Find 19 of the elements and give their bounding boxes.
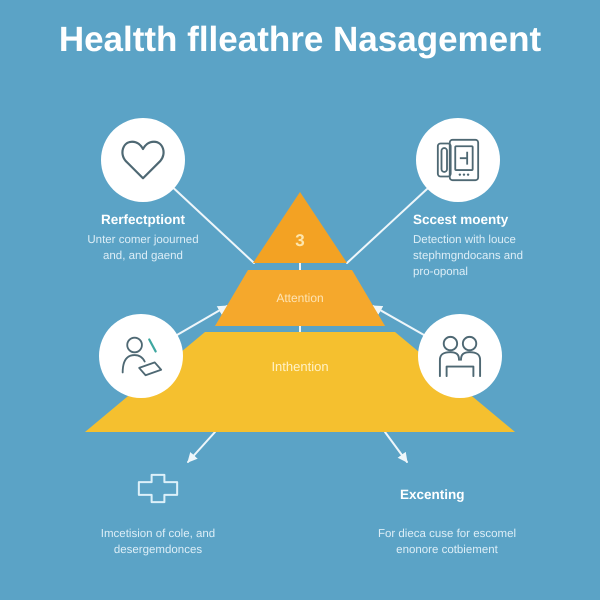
item-heading: Excenting xyxy=(400,486,465,503)
connector-line xyxy=(173,188,255,264)
arrow xyxy=(384,431,408,463)
arrow xyxy=(372,305,425,336)
tier-label: 3 xyxy=(295,231,305,251)
arrow xyxy=(176,305,228,336)
connector-line xyxy=(299,325,301,333)
tier-label: Attention xyxy=(276,291,324,306)
connector-line xyxy=(346,188,428,264)
item-description: For dieca cuse for escomel enonore cotbiement xyxy=(376,527,518,558)
item-description: Unter comer joourned and, and gaend xyxy=(86,233,200,264)
item-heading: Sccest moenty xyxy=(413,211,508,228)
arrow xyxy=(187,431,216,463)
item-heading: Rerfectptiont xyxy=(101,211,185,228)
title: Healtth flleathre Nasagement xyxy=(58,20,542,60)
item-description: Imcetision of cole, and desergemdonces xyxy=(100,527,216,558)
item-description: Detection with louce stephmgndocans and pro-oponal xyxy=(413,233,524,280)
connector-line xyxy=(299,262,301,271)
tier-label: Inthention xyxy=(271,359,329,375)
